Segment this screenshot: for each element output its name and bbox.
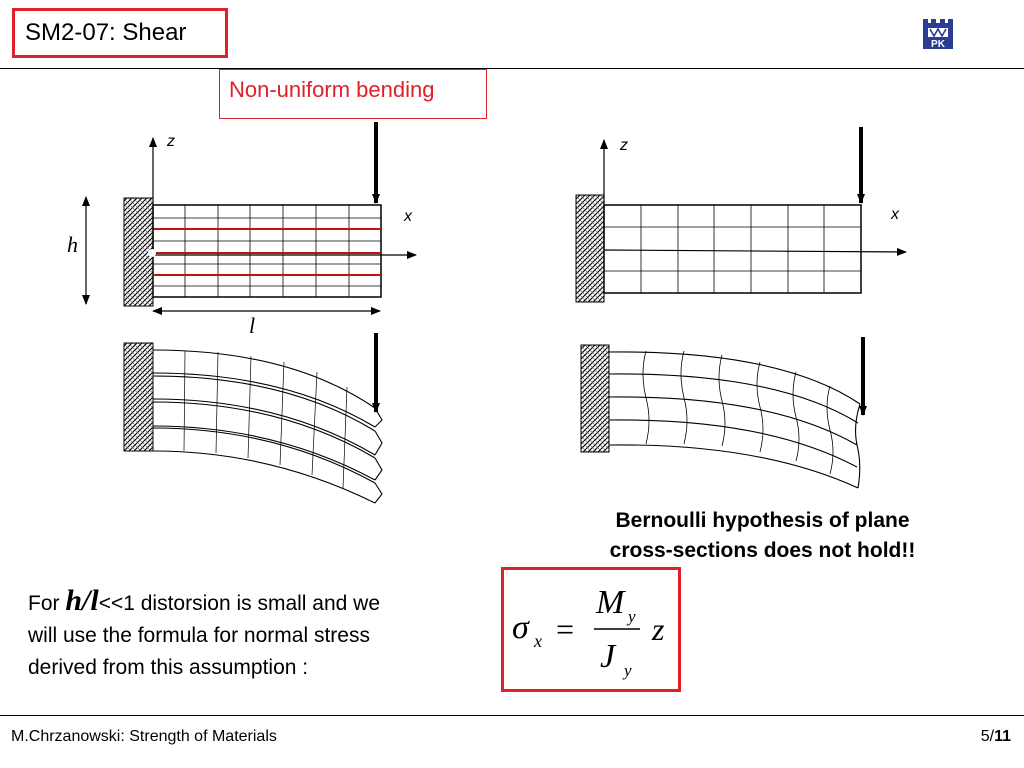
left-bent-beam xyxy=(123,333,383,504)
explanation-paragraph: For h/l<<1 distorsion is small and we wi… xyxy=(28,585,498,684)
ratio-h-l: h/l xyxy=(65,584,99,617)
para-text-1: distorsion is small and we xyxy=(134,592,381,615)
page-number: 5/11 xyxy=(981,728,1011,746)
university-logo-icon: PK xyxy=(923,19,953,50)
denominator-J: J xyxy=(600,638,617,675)
z-factor: z xyxy=(651,611,665,647)
red-fiber-lines xyxy=(153,228,381,276)
formula-box: σ x = M y J y z xyxy=(501,567,681,692)
z-axis-label-right: z xyxy=(619,137,628,154)
topic-tag: Non-uniform bending xyxy=(219,69,487,119)
sigma-subscript: x xyxy=(533,631,542,651)
svg-text:PK: PK xyxy=(931,39,946,50)
l-label: l xyxy=(249,313,255,338)
numerator-sub: y xyxy=(626,607,636,626)
slide-title-box: SM2-07: Shear xyxy=(12,8,228,58)
footer-author: M.Chrzanowski: Strength of Materials xyxy=(11,728,277,745)
h-label: h xyxy=(67,232,78,257)
para-line-2: will use the formula for normal stress xyxy=(28,624,370,647)
right-straight-beam: z x xyxy=(575,127,907,303)
conclusion-line-2: cross-sections does not hold!! xyxy=(609,539,916,562)
page-separator: / xyxy=(989,728,995,745)
para-prefix: For xyxy=(28,592,66,615)
right-bent-beam xyxy=(580,337,867,489)
left-straight-beam: z x h l xyxy=(67,122,417,338)
para-line-3: derived from this assumption : xyxy=(28,656,309,679)
equals-sign: = xyxy=(556,611,574,647)
header-rule xyxy=(0,68,1024,69)
x-axis-label-right: x xyxy=(890,206,900,223)
bernoulli-conclusion: Bernoulli hypothesis of plane cross-sect… xyxy=(560,506,965,566)
page-total: 11 xyxy=(994,728,1011,745)
page-current: 5 xyxy=(980,728,990,745)
ratio-comparison: <<1 xyxy=(98,592,135,615)
slide-title: SM2-07: Shear xyxy=(25,19,187,46)
conclusion-line-1: Bernoulli hypothesis of plane xyxy=(615,509,910,532)
sigma-symbol: σ xyxy=(512,609,530,646)
z-axis-label: z xyxy=(166,133,175,150)
x-axis-label: x xyxy=(403,208,413,225)
numerator-M: M xyxy=(595,584,626,621)
denominator-sub: y xyxy=(622,661,632,680)
footer-rule xyxy=(0,715,1024,716)
normal-stress-formula: σ x = M y J y z xyxy=(512,584,665,680)
